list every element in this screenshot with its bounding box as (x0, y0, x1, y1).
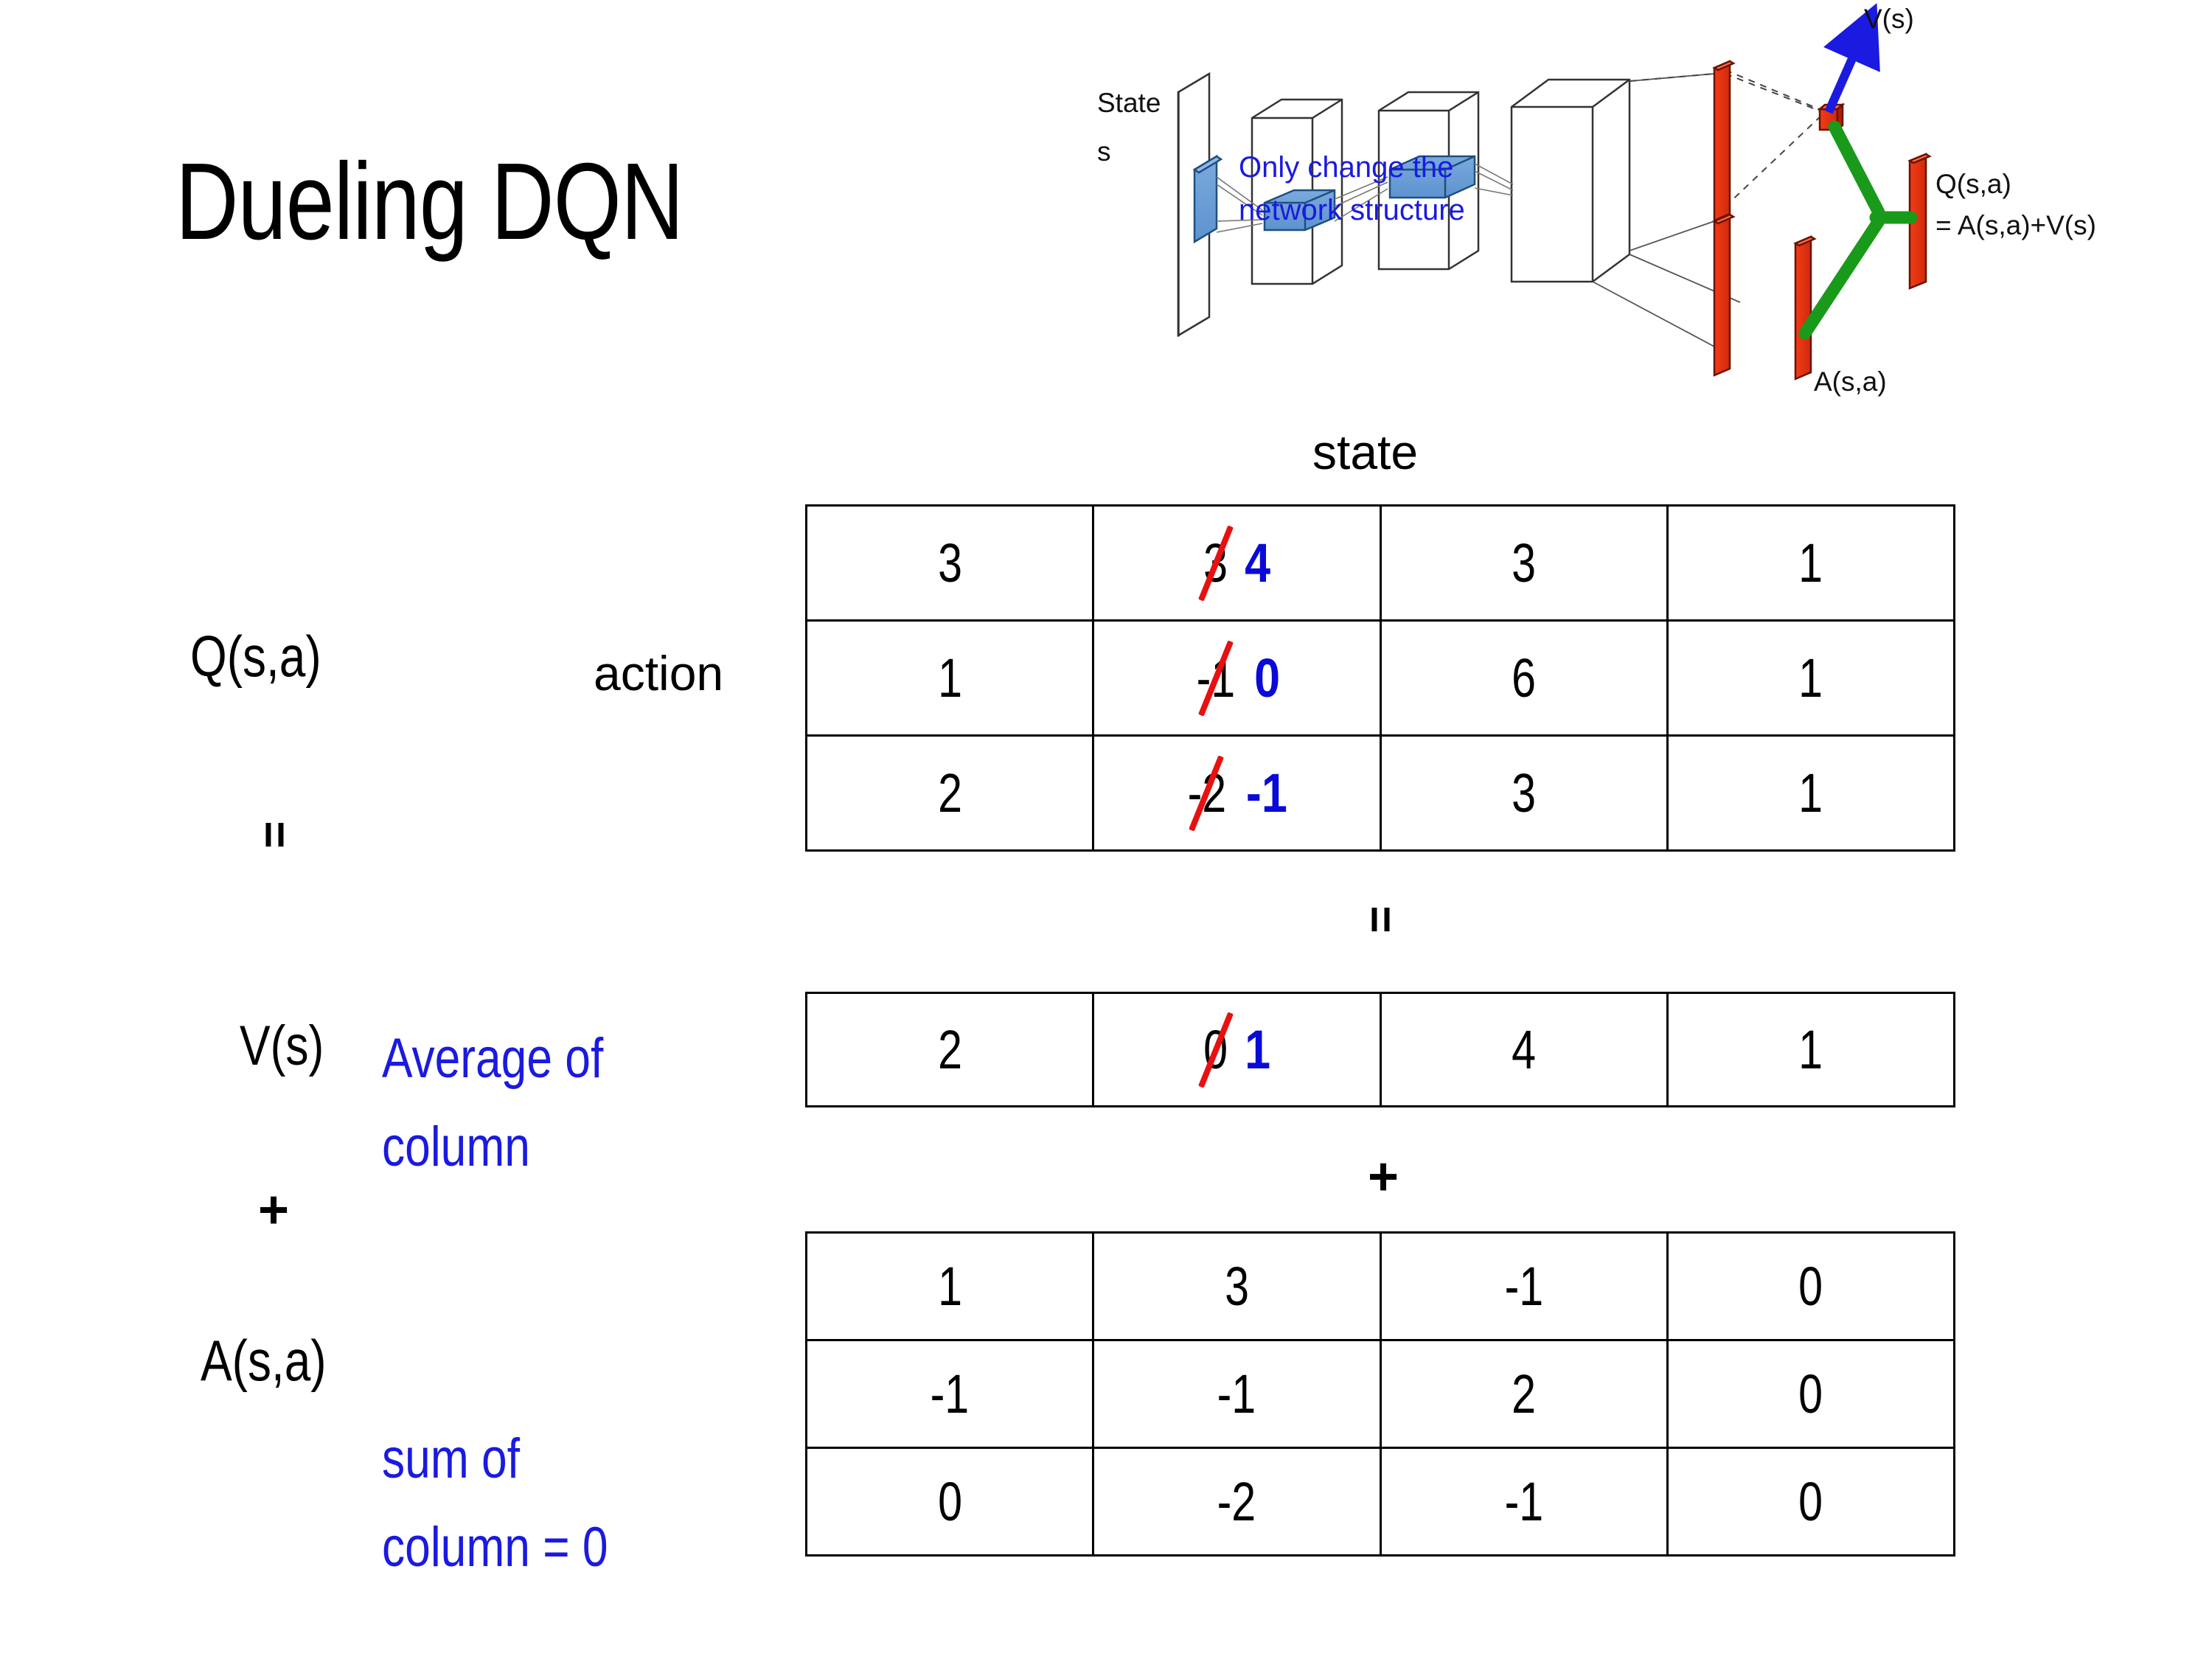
table-cell: 3 (1379, 504, 1669, 622)
cell-value: 1 (937, 1256, 962, 1317)
table-cell: 01 (1092, 992, 1382, 1107)
corrected-value: 4 (1245, 532, 1271, 594)
table-cell: -1 (804, 1339, 1095, 1449)
struck-old-value: -2 (1183, 754, 1231, 832)
corrected-value: 0 (1253, 647, 1280, 709)
v-row-label: V(s) (240, 1015, 324, 1077)
action-axis-label: action (594, 646, 724, 700)
cell-value: -1 (1504, 1471, 1543, 1532)
table-row: 2 -2-1 3 1 (804, 734, 1956, 852)
diagram-q-label-line1: Q(s,a) (1935, 169, 2011, 199)
table-cell: 1 (804, 619, 1095, 737)
table-row: -1 -1 2 0 (804, 1339, 1956, 1449)
cell-value: 4 (1512, 1019, 1537, 1080)
cell-value: 1 (1798, 762, 1823, 824)
struck-old-value: 0 (1197, 1011, 1234, 1088)
table-cell: -2-1 (1092, 734, 1382, 852)
plus-between-v-and-a: + (1368, 1147, 1399, 1206)
table-cell: 0 (1666, 1447, 1956, 1557)
equals-between-q-and-v: = (1354, 905, 1408, 933)
cell-value: -1 (930, 1363, 970, 1425)
cell-value: 1 (1798, 647, 1823, 709)
table-row: 1 3 -1 0 (804, 1231, 1956, 1341)
cell-value: 2 (1512, 1363, 1537, 1425)
table-row: 33431 (804, 504, 1956, 622)
a-note-line2: column = 0 (382, 1516, 608, 1579)
cell-value: 3 (1512, 762, 1537, 824)
cell-value: 2 (937, 762, 962, 824)
table-cell: 1 (1666, 734, 1956, 852)
page-title: Dueling DQN (175, 141, 684, 262)
dueling-network-diagram: State s Only change the network structur… (1091, 0, 2212, 413)
corrected-value: -1 (1246, 762, 1288, 824)
table-cell: -1 (1092, 1339, 1382, 1449)
struck-old-value: 3 (1197, 524, 1234, 602)
table-cell: 6 (1379, 619, 1669, 737)
plus-left-v-a: + (258, 1180, 290, 1239)
table-row: 20141 (804, 992, 1956, 1107)
table-cell: -10 (1092, 619, 1382, 737)
table-cell: 2 (804, 734, 1095, 852)
table-cell: 0 (1666, 1339, 1956, 1449)
diagram-note-line2: network structure (1239, 194, 1465, 226)
cell-value: 0 (1798, 1256, 1823, 1317)
a-note-line1: sum of (382, 1427, 521, 1490)
table-cell: 0 (804, 1447, 1095, 1557)
state-axis-label: state (1312, 425, 1419, 479)
a-table-body: 1 3 -1 0 -1 -1 2 0 0 -2 -1 0 (804, 1231, 1956, 1557)
table-cell: 1 (1666, 619, 1956, 737)
table-cell: -1 (1379, 1231, 1669, 1341)
table-cell: -2 (1092, 1447, 1382, 1557)
struck-old-value: -1 (1192, 639, 1240, 717)
table-cell: 1 (1666, 992, 1956, 1107)
diagram-state-label-line1: State (1097, 88, 1161, 118)
cell-value: 1 (937, 647, 962, 709)
cell-value: -2 (1217, 1471, 1256, 1532)
diagram-q-label-line2: = A(s,a)+V(s) (1935, 210, 2096, 240)
a-row-label: A(s,a) (201, 1328, 327, 1393)
table-cell: 3 (1092, 1231, 1382, 1341)
q-row-label: Q(s,a) (190, 624, 321, 689)
table-cell: 0 (1666, 1231, 1956, 1341)
cell-value: 1 (1798, 532, 1823, 594)
table-cell: 1 (804, 1231, 1095, 1341)
table-cell: -1 (1379, 1447, 1669, 1557)
table-row: 0 -2 -1 0 (804, 1447, 1956, 1557)
cell-value: 0 (1798, 1471, 1823, 1532)
table-cell: 4 (1379, 992, 1669, 1107)
v-note-line2: column (382, 1116, 530, 1178)
v-table: 20141 (804, 992, 1956, 1107)
table-cell: 2 (804, 992, 1095, 1107)
diagram-v-label: V(s) (1864, 4, 1914, 34)
cell-value: 3 (1224, 1256, 1249, 1317)
diagram-note-line1: Only change the (1239, 151, 1453, 184)
cell-value: 0 (937, 1471, 962, 1532)
table-cell: 3 (1379, 734, 1669, 852)
diagram-state-label-line2: s (1097, 136, 1111, 167)
cell-value: 0 (1798, 1363, 1823, 1425)
table-row: 1 -10 6 1 (804, 619, 1956, 737)
table-cell: 3 (804, 504, 1095, 622)
cell-value: -1 (1504, 1256, 1543, 1317)
cell-value: 6 (1512, 647, 1537, 709)
equals-left-q-v: = (248, 821, 302, 849)
table-cell: 34 (1092, 504, 1382, 622)
cell-value: 3 (937, 532, 962, 594)
v-table-body: 20141 (804, 992, 1956, 1107)
cell-value: -1 (1217, 1363, 1256, 1425)
diagram-a-label: A(s,a) (1814, 366, 1887, 397)
corrected-value: 1 (1245, 1019, 1271, 1080)
cell-value: 3 (1512, 532, 1537, 594)
a-table: 1 3 -1 0 -1 -1 2 0 0 -2 -1 0 (804, 1231, 1956, 1557)
v-note-line1: Average of (382, 1027, 604, 1090)
cell-value: 1 (1798, 1019, 1823, 1080)
table-cell: 1 (1666, 504, 1956, 622)
cell-value: 2 (937, 1019, 962, 1080)
table-cell: 2 (1379, 1339, 1669, 1449)
